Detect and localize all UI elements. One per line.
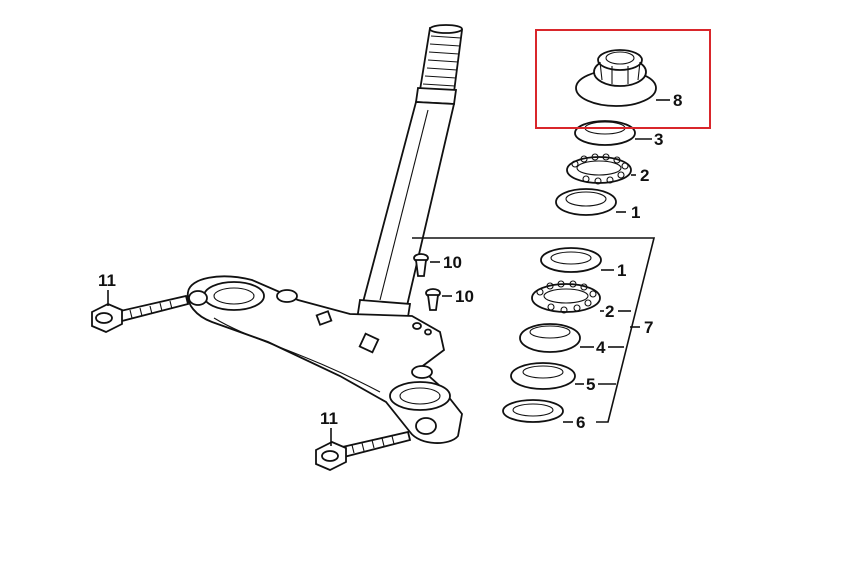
callout-11-left: 11	[98, 271, 116, 290]
callout-1-kit: 1	[617, 261, 626, 280]
callout-2-top: 2	[640, 166, 649, 185]
callout-4: 4	[596, 338, 606, 357]
callout-6: 6	[576, 413, 585, 432]
steering-stem-shaft	[353, 24, 464, 337]
cone-race-4	[519, 323, 581, 353]
callout-5: 5	[586, 375, 595, 394]
ball-bearing-2-kit	[531, 280, 601, 314]
leader-lines	[107, 99, 670, 446]
screw-10-lower	[425, 288, 441, 311]
callout-1-top: 1	[631, 203, 640, 222]
bolt-11-right	[315, 430, 412, 471]
ball-bearing-2-top	[566, 153, 632, 185]
callout-8: 8	[673, 91, 682, 110]
callout-7: 7	[644, 318, 653, 337]
dust-seal-5	[510, 362, 576, 390]
callout-2-kit: 2	[605, 302, 614, 321]
callout-11-right: 11	[320, 409, 338, 428]
ball-race-1-top	[555, 188, 617, 216]
cone-race-3	[574, 120, 636, 146]
bolt-11-left	[91, 294, 190, 333]
callout-10-upper: 10	[443, 253, 462, 272]
adjusting-nut-8	[575, 49, 657, 107]
highlight-box	[535, 29, 711, 129]
washer-6	[502, 399, 564, 423]
ball-race-1-kit	[540, 247, 602, 273]
screw-10-upper	[413, 253, 429, 277]
callout-3: 3	[654, 130, 663, 149]
callout-10-lower: 10	[455, 287, 474, 306]
bottom-bridge	[186, 275, 463, 444]
